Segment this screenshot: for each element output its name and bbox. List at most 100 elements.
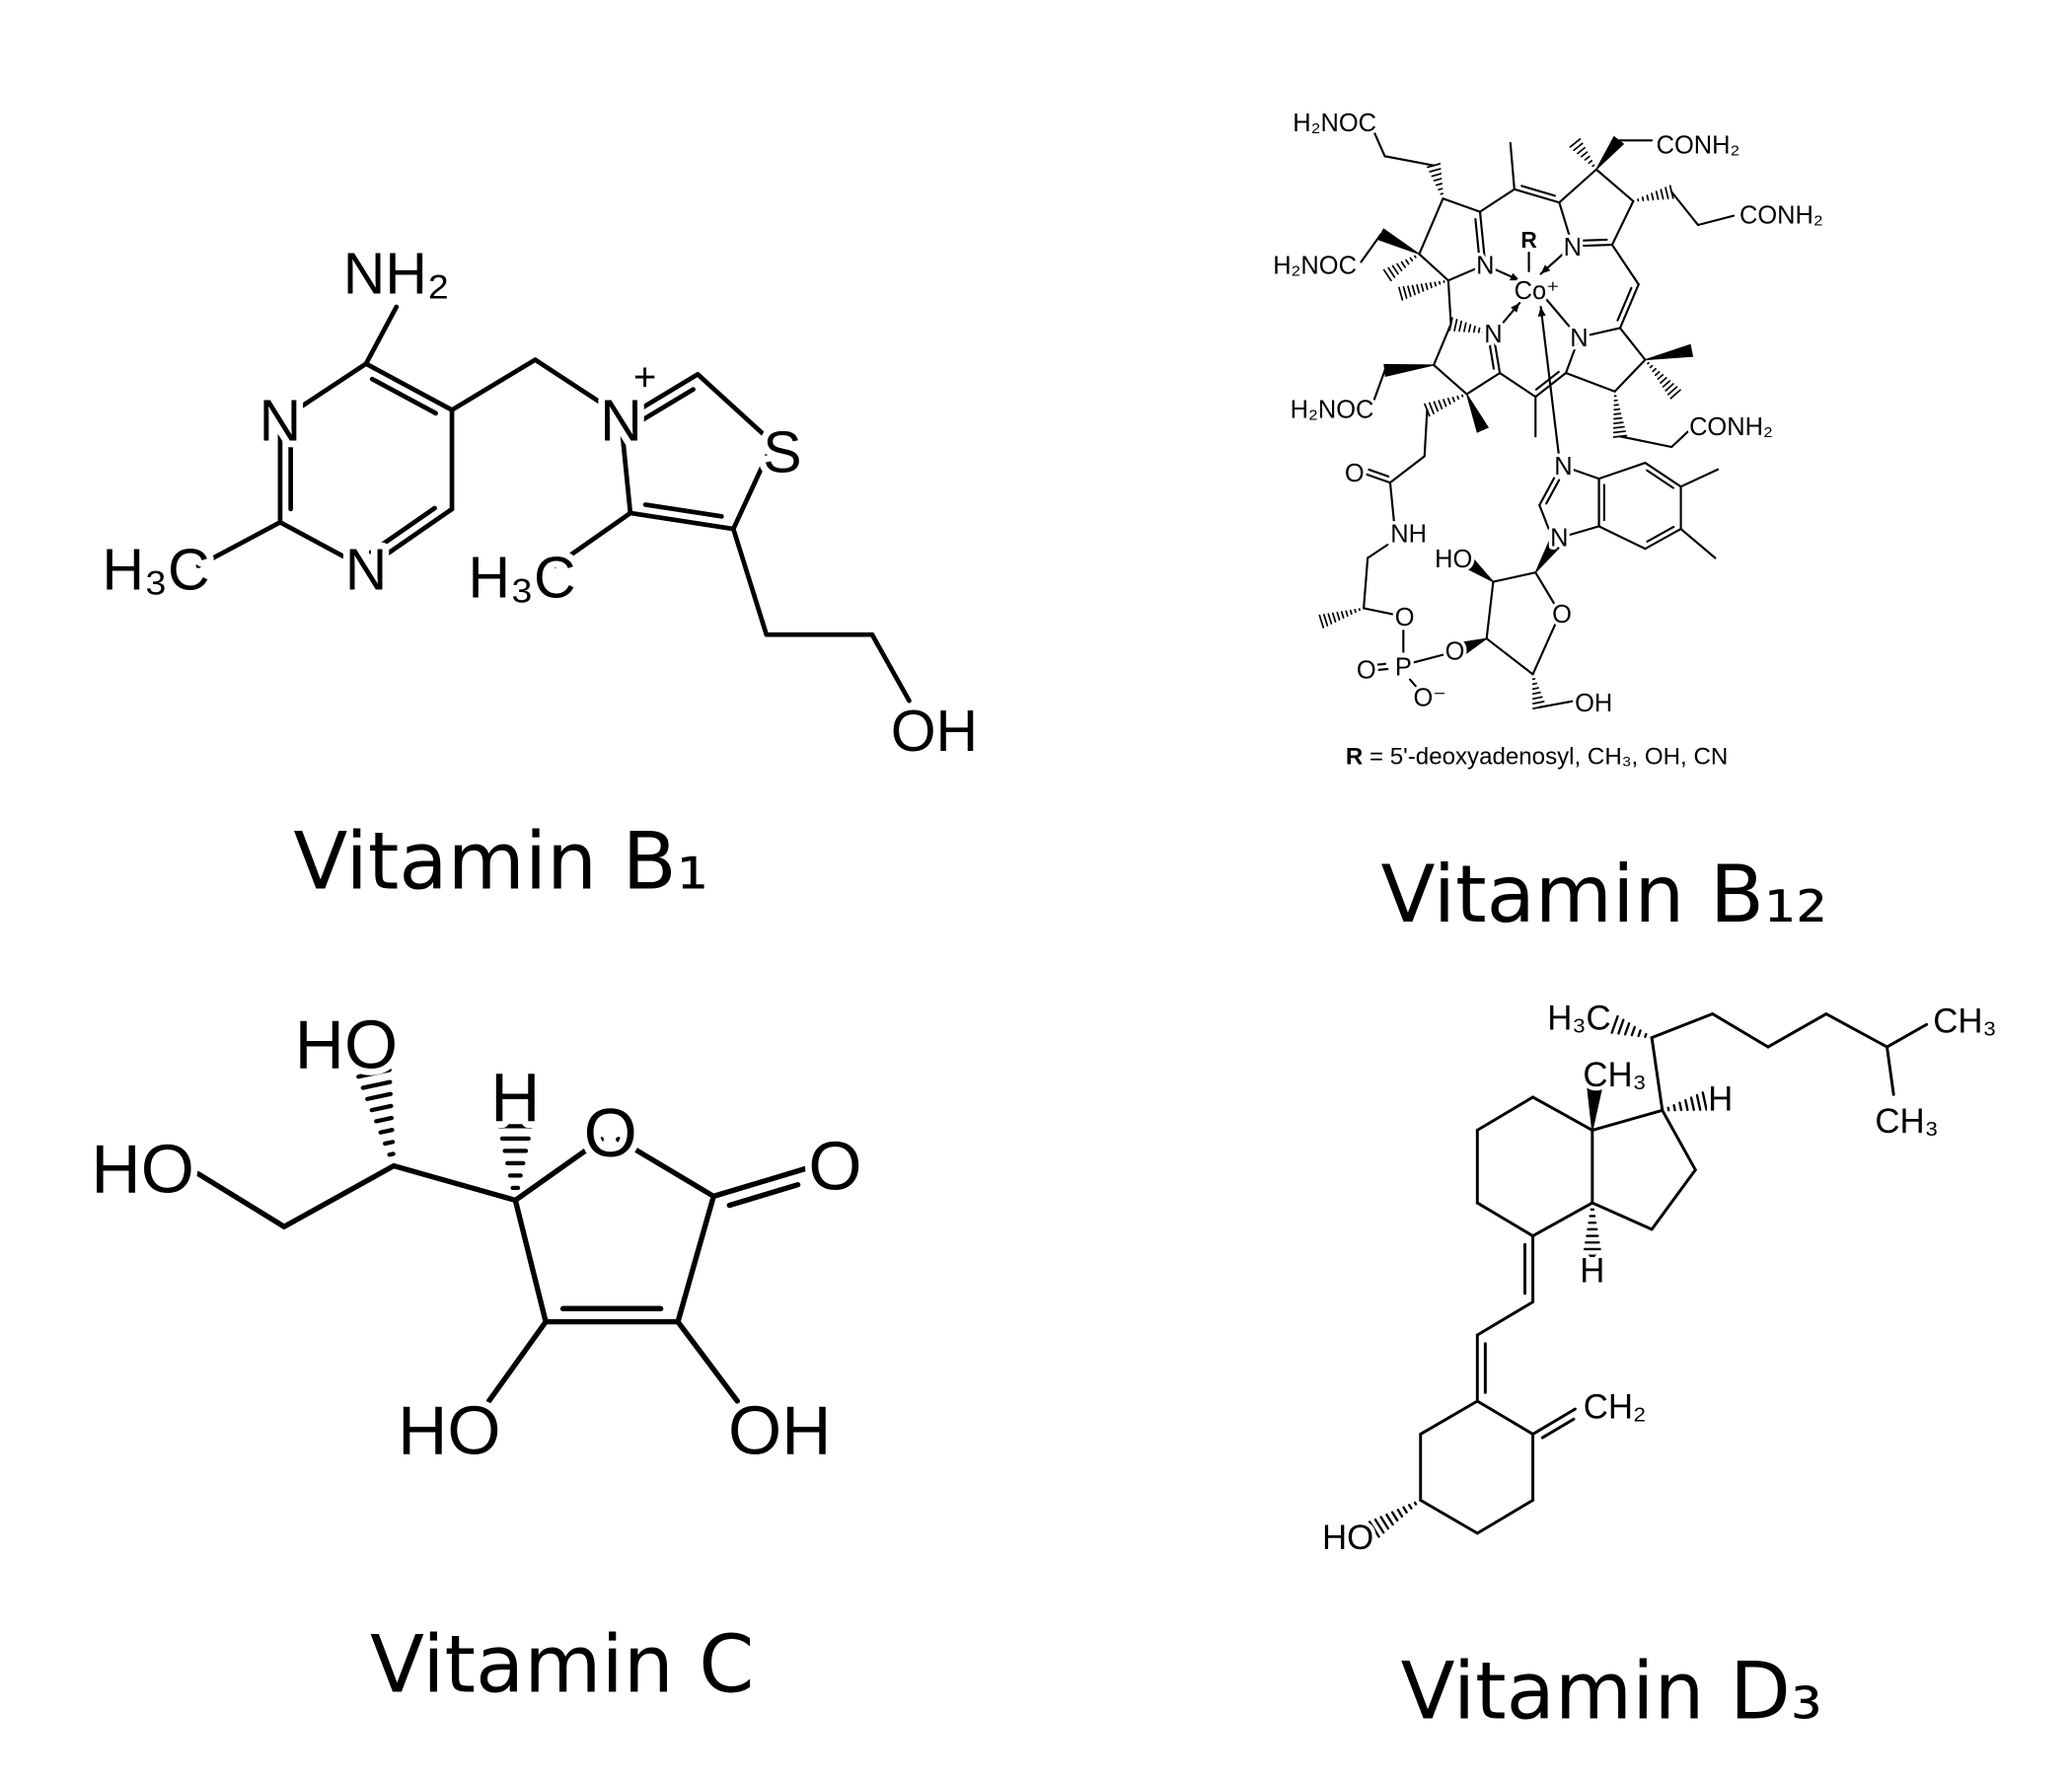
bond <box>675 1193 716 1325</box>
bond <box>1465 371 1502 396</box>
bond <box>1824 1012 1888 1049</box>
bond <box>195 1170 287 1229</box>
bond <box>1531 1201 1594 1238</box>
hash-bond-mark <box>1666 1106 1670 1112</box>
hash-bond-mark <box>1433 401 1440 412</box>
wedge-bond <box>1586 1079 1604 1131</box>
cobalt-label: Co⁺ <box>1515 277 1560 305</box>
methyl-label: H₃C <box>1547 1000 1610 1038</box>
bond <box>1418 253 1449 282</box>
hash-bond-mark <box>1612 430 1627 434</box>
hash-bond-mark <box>1446 398 1451 406</box>
arrowhead <box>1537 307 1546 317</box>
bond <box>1475 1399 1535 1436</box>
bond <box>619 371 701 423</box>
title-vitamin-b1: Vitamin B₁ <box>293 814 708 907</box>
hydroxyl-label: HO <box>295 1005 398 1082</box>
hash-bond-mark <box>1438 400 1443 409</box>
double-bond-line <box>369 376 438 416</box>
hydrogen-label: H <box>490 1059 540 1136</box>
nitrogen-label: N <box>1476 253 1494 280</box>
amide-label: H₂NOC <box>1291 397 1374 424</box>
bond <box>1650 1168 1697 1231</box>
hash-bond-mark <box>1637 1029 1642 1038</box>
hash-bond-mark <box>1660 188 1665 200</box>
hash-bond-mark <box>1420 283 1425 292</box>
bond <box>1670 424 1696 449</box>
hash-bond-mark <box>1657 374 1665 381</box>
hash-bond-mark <box>1443 399 1447 408</box>
bond <box>1446 279 1452 326</box>
bond <box>1475 1201 1535 1238</box>
bond <box>1591 1108 1665 1132</box>
double-bond-line <box>1646 525 1675 543</box>
bond <box>1531 1407 1577 1436</box>
hash-bond-mark <box>1617 1018 1625 1035</box>
bond <box>533 357 611 410</box>
double-bond-line <box>1616 286 1633 322</box>
nitrogen-label: N <box>1564 234 1582 261</box>
hash-bond-mark <box>1458 320 1462 333</box>
hash-bond-mark <box>1654 370 1661 377</box>
hash-bond-mark <box>1428 402 1435 414</box>
bond <box>1597 525 1647 551</box>
hydroxyl-label: OH <box>728 1392 831 1469</box>
methyl-label: CH₃ <box>1875 1102 1938 1141</box>
title-vitamin-b12: Vitamin B₁₂ <box>1381 848 1828 940</box>
bond <box>1618 283 1640 330</box>
hash-bond-mark <box>1327 613 1333 625</box>
double-bond-line <box>1474 218 1481 260</box>
double-bond-line <box>726 1182 801 1209</box>
bond <box>1475 1498 1535 1535</box>
hash-bond-mark <box>1409 257 1414 262</box>
methyl-label: H₃C <box>102 539 209 603</box>
bond <box>695 371 776 446</box>
nitrogen-label: N <box>1554 453 1572 481</box>
amide-label: H₂NOC <box>1273 253 1357 280</box>
amide-label: CONH₂ <box>1739 202 1823 230</box>
bond <box>1644 527 1682 551</box>
hydroxyl-label: HO <box>398 1392 500 1469</box>
hash-bond-mark <box>1644 1032 1648 1038</box>
hash-bond-mark <box>1461 394 1464 398</box>
hash-bond-mark <box>1322 614 1329 627</box>
hash-bond-mark <box>1438 187 1443 191</box>
hash-bond-mark <box>383 1140 396 1147</box>
hash-bond-mark <box>1531 687 1540 691</box>
bond <box>277 519 369 571</box>
bond <box>1679 468 1720 488</box>
bond <box>485 1318 549 1404</box>
bond <box>1558 168 1597 204</box>
bond <box>1578 327 1622 338</box>
hash-bond-mark <box>1396 1509 1404 1519</box>
hash-bond-mark <box>1390 1511 1399 1522</box>
hash-bond-mark <box>1584 155 1591 161</box>
bond <box>1696 214 1736 227</box>
hash-bond-mark <box>1472 326 1476 334</box>
hydroxyl-label: HO <box>91 1130 193 1207</box>
hash-bond-mark <box>1665 383 1674 392</box>
hash-bond-mark <box>1405 259 1410 265</box>
bond <box>628 510 736 532</box>
bond <box>1886 1045 1895 1096</box>
bond <box>1531 1095 1594 1132</box>
arrowhead <box>1509 272 1520 281</box>
double-bond-line <box>1646 469 1674 489</box>
hash-bond-mark <box>1373 1518 1385 1534</box>
bond <box>1534 571 1557 607</box>
bond <box>1499 371 1537 399</box>
wedge-bond <box>1464 557 1494 583</box>
bond <box>553 510 633 568</box>
bond <box>1372 667 1389 672</box>
hash-bond-mark <box>356 1068 392 1079</box>
arrowhead <box>1540 264 1551 274</box>
bond <box>1419 1399 1479 1436</box>
wedge-bond <box>1460 637 1488 654</box>
bond <box>1670 190 1700 227</box>
bond <box>449 357 538 412</box>
bond <box>1485 580 1495 640</box>
hash-bond-mark <box>1340 611 1345 620</box>
hash-bond-mark <box>1665 186 1669 200</box>
hash-bond-mark <box>1612 425 1625 429</box>
double-bond-line <box>1534 370 1560 391</box>
